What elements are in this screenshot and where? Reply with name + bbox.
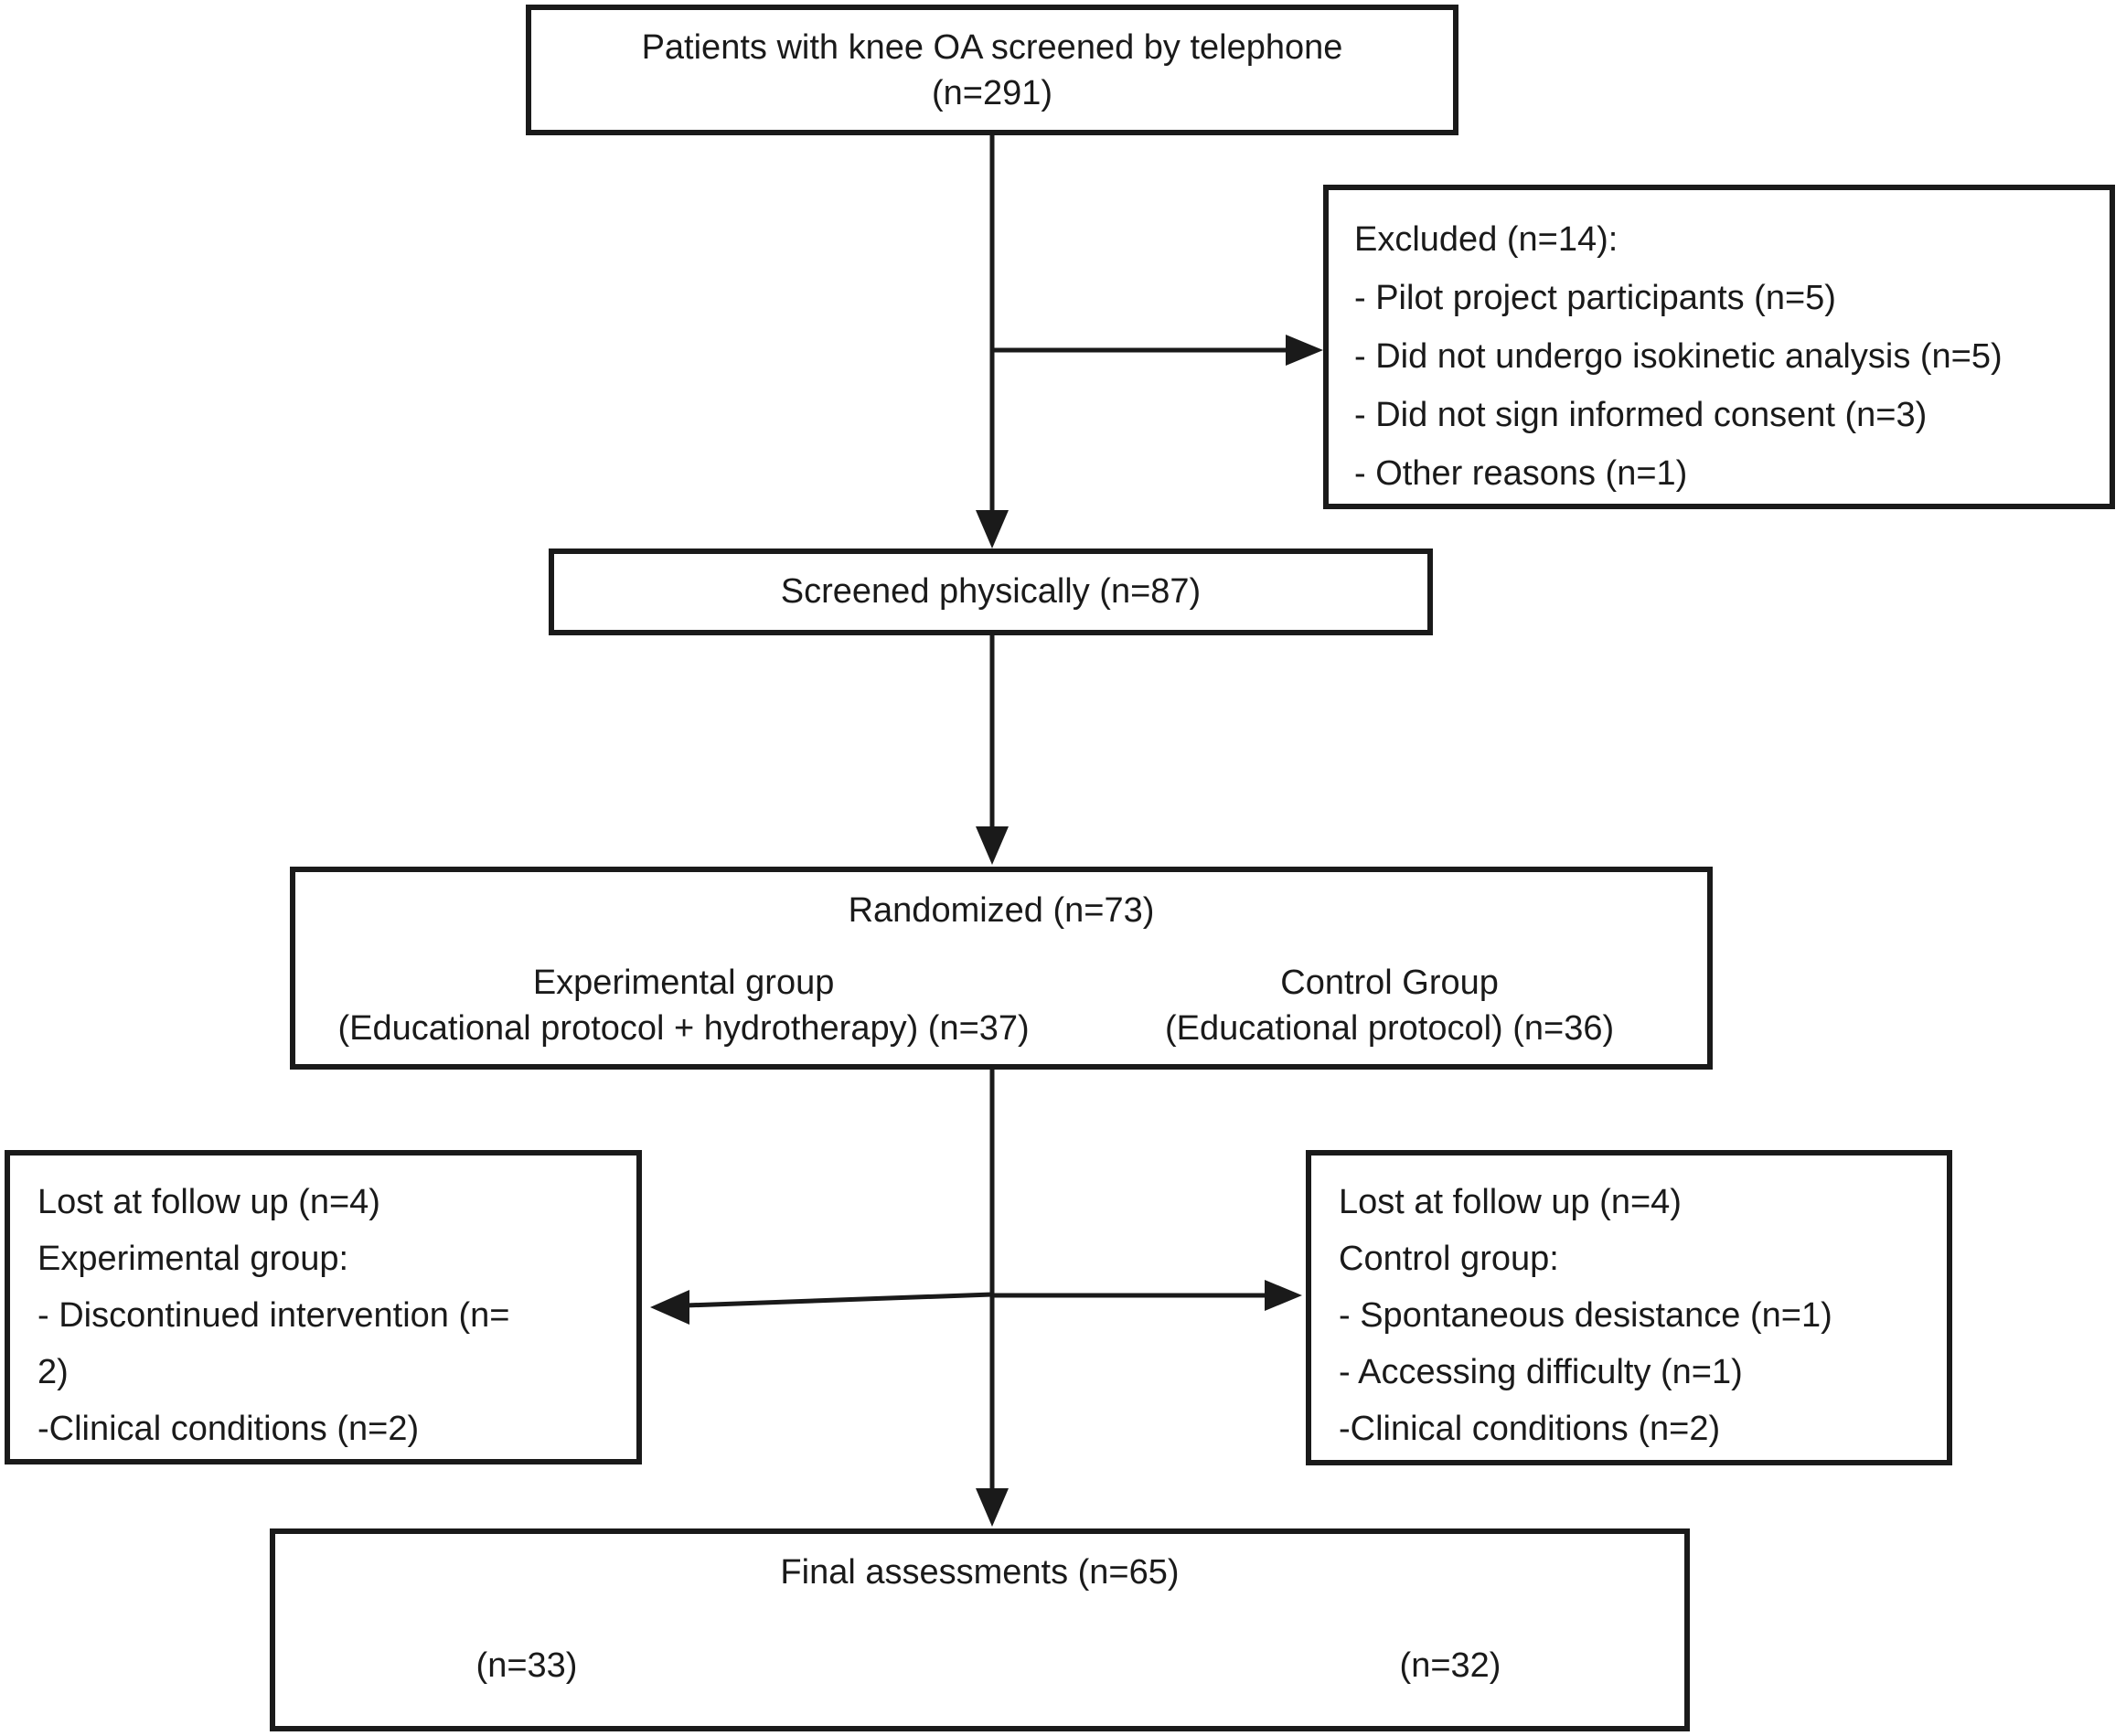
arrowhead-to-excluded xyxy=(1286,335,1323,366)
final-assessment-box: Final assessments (n=65) (n=33) (n=32) xyxy=(270,1528,1690,1731)
lost-control-line: Control group: xyxy=(1339,1240,1559,1278)
randomized-groups-row: Experimental group (Educational protocol… xyxy=(295,960,1707,1051)
control-group-detail: (Educational protocol) (n=36) xyxy=(1165,1009,1615,1048)
lost-control-line: Lost at follow up (n=4) xyxy=(1339,1183,1682,1221)
excluded-item: - Did not sign informed consent (n=3) xyxy=(1354,396,1928,434)
telephone-screening-line1: Patients with knee OA screened by teleph… xyxy=(641,27,1343,67)
excluded-title: Excluded (n=14): xyxy=(1354,220,1619,259)
excluded-box: Excluded (n=14): - Pilot project partici… xyxy=(1323,185,2115,509)
final-experimental-count: (n=33) xyxy=(475,1646,578,1685)
control-group-name: Control Group xyxy=(1280,964,1499,1002)
lost-experimental-line: -Clinical conditions (n=2) xyxy=(37,1410,420,1448)
control-group-cell: Control Group (Educational protocol) (n=… xyxy=(1072,960,1707,1051)
excluded-item: - Other reasons (n=1) xyxy=(1354,454,1688,493)
randomized-title: Randomized (n=73) xyxy=(848,891,1155,930)
final-control-count: (n=32) xyxy=(1399,1646,1501,1685)
arrowhead-to-lost-experimental xyxy=(650,1290,689,1325)
lost-control-line: - Spontaneous desistance (n=1) xyxy=(1339,1296,1832,1335)
lost-experimental-line: Lost at follow up (n=4) xyxy=(37,1183,380,1221)
arrowhead-telephone-to-physical xyxy=(976,510,1009,548)
excluded-item: - Did not undergo isokinetic analysis (n… xyxy=(1354,337,2003,376)
telephone-screening-count: (n=291) xyxy=(931,73,1053,112)
arrowhead-randomized-to-final xyxy=(976,1488,1009,1527)
telephone-screening-box: Patients with knee OA screened by teleph… xyxy=(526,5,1458,135)
lost-control-line: -Clinical conditions (n=2) xyxy=(1339,1410,1721,1448)
final-assessment-title: Final assessments (n=65) xyxy=(780,1553,1180,1592)
experimental-group-name: Experimental group xyxy=(532,964,835,1002)
randomized-box: Randomized (n=73) Experimental group (Ed… xyxy=(290,867,1713,1070)
experimental-group-detail: (Educational protocol + hydrotherapy) (n… xyxy=(337,1009,1030,1048)
lost-followup-experimental-box: Lost at follow up (n=4) Experimental gro… xyxy=(5,1150,642,1464)
arrowhead-physical-to-randomized xyxy=(976,826,1009,865)
lost-experimental-line: - Discontinued intervention (n= xyxy=(37,1296,510,1335)
experimental-group-cell: Experimental group (Educational protocol… xyxy=(295,960,1072,1051)
lost-experimental-line: Experimental group: xyxy=(37,1240,349,1278)
arrowhead-to-lost-control xyxy=(1265,1280,1302,1311)
physical-screening-label: Screened physically (n=87) xyxy=(780,572,1202,611)
lost-experimental-line: 2) xyxy=(37,1353,69,1391)
arrow-line-to-lost-experimental xyxy=(685,1292,993,1308)
lost-control-line: - Accessing difficulty (n=1) xyxy=(1339,1353,1743,1391)
excluded-item: - Pilot project participants (n=5) xyxy=(1354,279,1836,317)
lost-followup-control-box: Lost at follow up (n=4) Control group: -… xyxy=(1306,1150,1952,1465)
physical-screening-box: Screened physically (n=87) xyxy=(549,548,1433,635)
